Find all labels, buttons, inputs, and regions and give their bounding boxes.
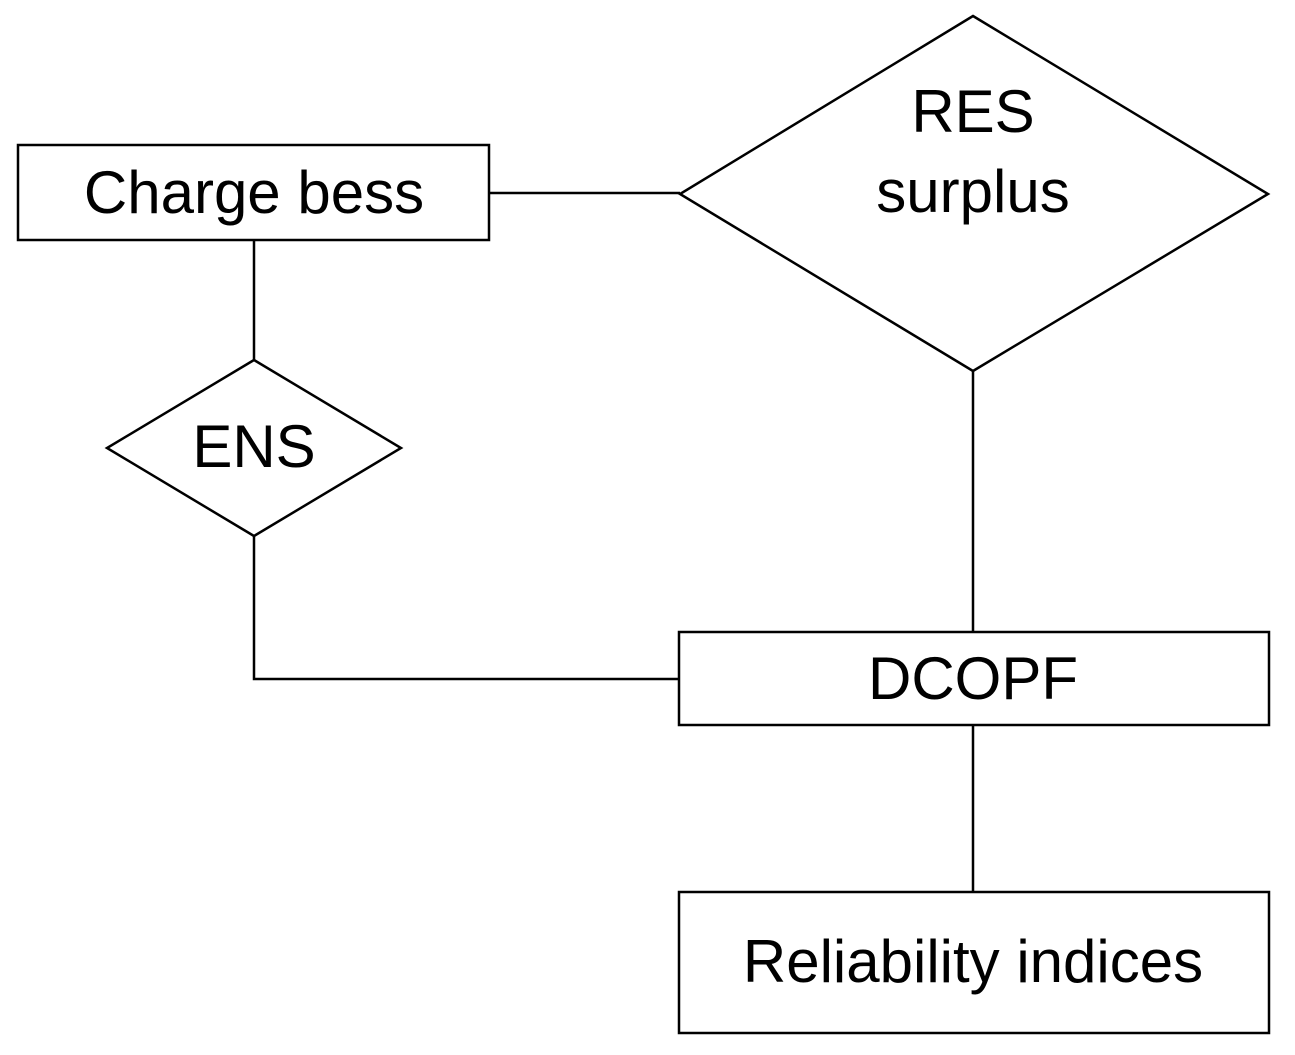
reliability-indices-node: Reliability indices <box>677 890 1271 1035</box>
res-surplus-label-line2: surplus <box>876 158 1069 225</box>
res-surplus-node: RES surplus <box>677 14 1271 373</box>
ens-diamond <box>104 358 404 538</box>
dcopf-label: DCOPF <box>868 645 1078 712</box>
dcopf-node: DCOPF <box>677 630 1271 727</box>
charge-bess-label: Charge bess <box>84 159 424 226</box>
charge-bess-box <box>16 143 491 242</box>
ens-label: ENS <box>192 413 315 480</box>
charge-bess-node: Charge bess <box>16 143 491 242</box>
dcopf-box <box>677 630 1271 727</box>
reliability-indices-box <box>677 890 1271 1035</box>
edge-ens-to-dcopf <box>252 536 679 681</box>
reliability-indices-label: Reliability indices <box>743 928 1203 995</box>
ens-node: ENS <box>104 358 404 538</box>
res-surplus-label-line1: RES <box>911 78 1034 145</box>
res-surplus-diamond <box>677 14 1271 373</box>
